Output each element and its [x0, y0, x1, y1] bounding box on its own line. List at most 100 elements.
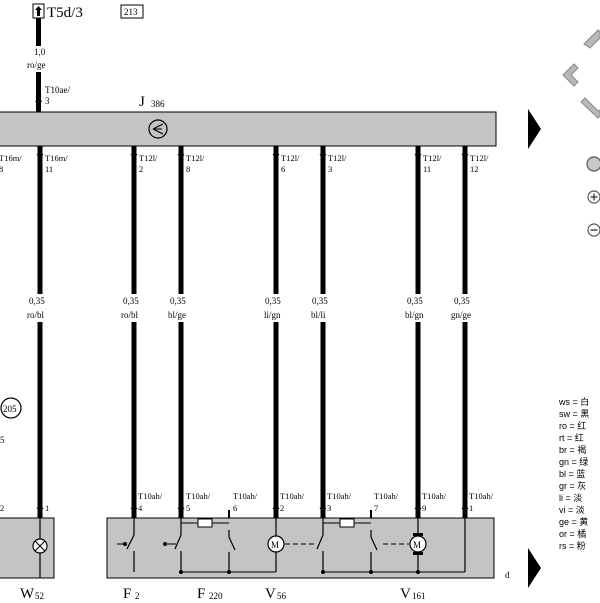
- component-label: V: [400, 586, 411, 602]
- upper-conn-label: T16m/: [0, 153, 22, 163]
- component-label: F: [197, 586, 205, 602]
- upper-connector-labels: T16m/ 8 T16m/ 11 T12l/ 2 T12l/ 8 T12l/ 6…: [0, 153, 489, 174]
- component-w52: [0, 517, 55, 579]
- wire-color: bl/li: [311, 310, 326, 320]
- upper-conn-label: T12l/: [281, 153, 300, 163]
- wire-gauge: 0,35: [454, 296, 470, 306]
- wire-color: gn/ge: [451, 310, 471, 320]
- lower-conn-label: 5: [186, 503, 190, 513]
- motor-symbol: M: [413, 540, 421, 550]
- lower-conn-label: 4: [138, 503, 143, 513]
- legend-item: ws = 白: [558, 396, 589, 407]
- motor-v161-icon: M: [409, 518, 466, 574]
- lower-conn-label: T10ah/: [186, 491, 211, 501]
- wire-color: ro/bl: [27, 310, 44, 320]
- wire-label-bg: [28, 46, 50, 72]
- upper-conn-label: 2: [139, 164, 143, 174]
- terminal-arrow-icon: [35, 6, 42, 16]
- legend-item: ge = 黄: [559, 516, 588, 527]
- wire-gauge: 0,35: [312, 296, 328, 306]
- zoom-in-button[interactable]: [587, 190, 600, 204]
- ground-reference-label: 205: [3, 404, 17, 414]
- component-sub: 56: [277, 591, 287, 601]
- lower-conn-label: 2: [0, 503, 4, 513]
- lower-conn-label: T10ah/: [422, 491, 447, 501]
- lower-conn-label: T10ah/: [327, 491, 352, 501]
- lower-connector-labels: 2 1 T10ah/ 4 T10ah/ 5 T10ah/ 6 T10ah/ 2 …: [0, 491, 494, 513]
- vertical-wires: [37, 146, 468, 518]
- chevron-up-icon: [583, 29, 600, 49]
- upper-conn-label: 3: [328, 164, 332, 174]
- next-page-bottom-button[interactable]: [528, 548, 541, 588]
- triangle-right-icon: [528, 548, 541, 588]
- color-legend: ws = 白 sw = 黑 ro = 红 rt = 红 br = 褐 gn = …: [558, 396, 589, 551]
- legend-item: rs = 粉: [559, 540, 586, 551]
- legend-item: sw = 黑: [559, 409, 589, 419]
- lower-conn-label: 6: [233, 503, 237, 513]
- control-unit-j386: J 386: [0, 94, 497, 147]
- lamp-icon: [32, 538, 48, 554]
- lower-conn-label: 7: [374, 503, 378, 513]
- wire-gauge: 0,35: [170, 296, 186, 306]
- next-page-button[interactable]: [528, 109, 541, 149]
- wire-color: li/gn: [264, 310, 281, 320]
- legend-item: li = 淡: [559, 493, 582, 503]
- wire-color: ro/bl: [121, 310, 138, 320]
- upper-conn-label: T12l/: [139, 153, 158, 163]
- component-label: W: [20, 586, 35, 602]
- component-labels: W 52 F 2 F 220 V 56 V 161: [20, 586, 426, 602]
- lower-conn-label: 3: [327, 503, 331, 513]
- connector-arrow: [35, 96, 42, 102]
- component-sub: 2: [135, 591, 140, 601]
- top-reference-box: 213: [120, 4, 144, 19]
- legend-item: vi = 淡: [559, 505, 585, 515]
- chevron-down-icon: [580, 97, 600, 119]
- circle-icon: [586, 156, 600, 172]
- legend-item: gr = 灰: [559, 480, 586, 491]
- ground-reference: 205: [0, 397, 22, 419]
- nav-down-button[interactable]: [580, 97, 600, 119]
- upper-conn-label: T12l/: [186, 153, 205, 163]
- control-unit-label: J: [139, 94, 145, 110]
- lower-conn-label: T10ah/: [280, 491, 305, 501]
- connector-top-l1: T10ae/: [45, 85, 70, 95]
- lower-conn-label: T10ah/: [138, 491, 163, 501]
- legend-item: br = 褐: [559, 445, 586, 455]
- upper-conn-label: 6: [281, 164, 285, 174]
- motor-symbol: M: [271, 540, 279, 550]
- wire-gauge: 0,35: [123, 296, 139, 306]
- lower-conn-label: T10ah/: [233, 491, 258, 501]
- wire-gauge: 0,35: [265, 296, 281, 306]
- component-sub: 161: [412, 591, 426, 601]
- nav-up-button[interactable]: [583, 29, 600, 49]
- lower-conn-label: T10ah/: [469, 491, 494, 501]
- legend-item: bl = 蓝: [559, 468, 585, 479]
- component-module: M M: [106, 517, 495, 579]
- legend-item: gn = 绿: [559, 456, 588, 467]
- upper-conn-label: 12: [470, 164, 479, 174]
- electronic-module-icon: [148, 119, 168, 139]
- legend-item: ro = 红: [559, 420, 586, 431]
- switch-middle-icon: [316, 518, 418, 574]
- control-unit-sub: 386: [151, 99, 165, 109]
- wire-gauge: 0,35: [407, 296, 423, 306]
- nav-left-button[interactable]: [562, 63, 579, 87]
- upper-conn-label: T12l/: [423, 153, 442, 163]
- triangle-right-icon: [528, 109, 541, 149]
- wire-color: bl/gn: [405, 310, 424, 320]
- left-edge-digit: 5: [0, 435, 5, 445]
- zoom-out-button[interactable]: [587, 223, 600, 237]
- terminal-label: T5d/3: [47, 5, 83, 21]
- upper-conn-label: 8: [186, 164, 190, 174]
- switch-f220-icon: [163, 518, 276, 574]
- zoom-in-icon: [590, 193, 598, 201]
- fit-view-button[interactable]: [586, 156, 600, 172]
- connector-top-l2: 3: [45, 96, 50, 106]
- component-sub: 52: [35, 591, 44, 601]
- lower-connector-arrows: [36, 503, 469, 509]
- lower-conn-label: 9: [422, 503, 426, 513]
- lower-conn-label: 1: [45, 503, 49, 513]
- motor-v56-icon: M: [267, 518, 315, 572]
- top-reference-label: 213: [124, 7, 138, 17]
